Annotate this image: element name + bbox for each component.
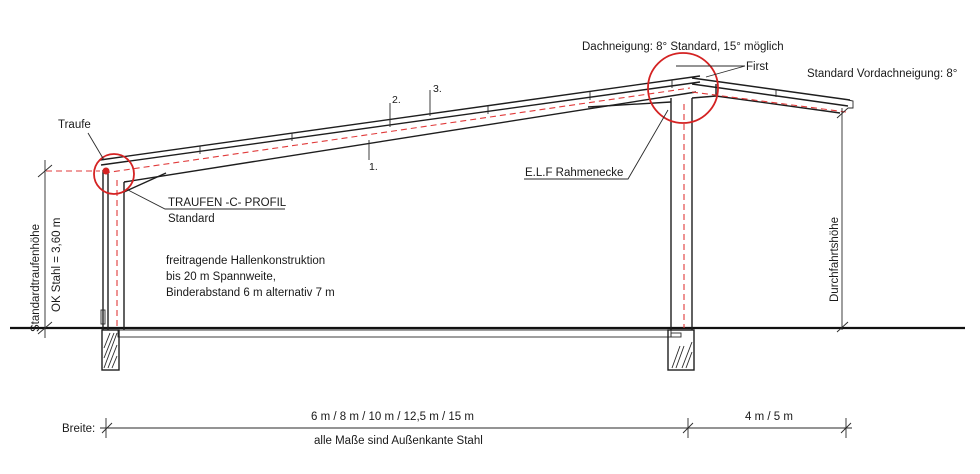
left-foundation	[101, 329, 120, 371]
right-column	[670, 98, 693, 330]
profile-sub-label: Standard	[168, 213, 215, 225]
clearance-dimension	[836, 107, 849, 333]
floor-slab	[117, 329, 672, 338]
roof-rafter	[99, 75, 701, 193]
canopy	[691, 77, 854, 114]
eave-label: Traufe	[58, 119, 91, 131]
profile-leader	[127, 189, 285, 210]
layer1-label: 1.	[369, 161, 378, 173]
eave-height-dimension	[37, 160, 100, 338]
eave-leader	[87, 132, 105, 161]
roof-pitch-label: Dachneigung: 8° Standard, 15° möglich	[582, 41, 784, 53]
description-line-1: freitragende Hallenkonstruktion	[166, 255, 325, 267]
left-column	[100, 170, 125, 330]
ridge-detail-circle	[647, 52, 719, 124]
ridge-leader	[676, 65, 746, 78]
eave-detail-circle	[93, 153, 135, 195]
layer3-label: 3.	[433, 83, 442, 95]
clearance-label: Durchfahrtshöhe	[829, 217, 841, 302]
profile-label: TRAUFEN -C- PROFIL	[168, 197, 287, 209]
description-line-2: bis 20 m Spannweite,	[166, 271, 276, 283]
right-foundation	[667, 329, 695, 371]
dimension-note: alle Maße sind Außenkante Stahl	[314, 435, 483, 447]
description-line-3: Binderabstand 6 m alternativ 7 m	[166, 287, 335, 299]
width-label: Breite:	[62, 423, 95, 435]
layer2-label: 2.	[392, 94, 401, 106]
eave-point-marker	[102, 167, 110, 175]
width-dimension	[100, 418, 852, 438]
steel-height-label: OK Stahl = 3,60 m	[51, 218, 63, 312]
corner-label: E.L.F Rahmenecke	[525, 167, 623, 179]
ridge-label: First	[746, 61, 769, 73]
canopy-pitch-label: Standard Vordachneigung: 8°	[807, 68, 957, 80]
width-values-label: 6 m / 8 m / 10 m / 12,5 m / 15 m	[311, 411, 474, 423]
canopy-width-label: 4 m / 5 m	[745, 411, 793, 423]
corner-leader	[524, 109, 669, 180]
eave-height-label: Standardtraufenhöhe	[30, 224, 42, 332]
